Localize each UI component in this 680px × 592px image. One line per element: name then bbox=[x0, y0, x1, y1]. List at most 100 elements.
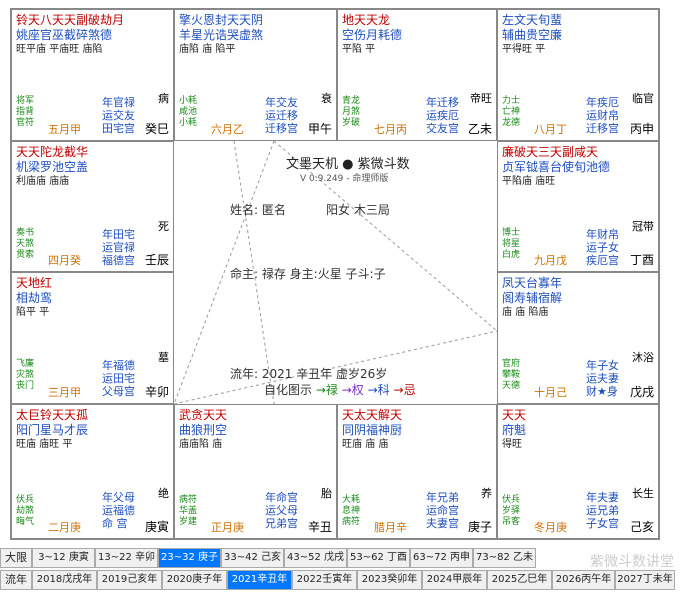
changsheng: 墓 bbox=[158, 351, 169, 364]
stars-main: 左文天旬蜚 bbox=[502, 13, 563, 27]
gods: 大耗息神病符 bbox=[342, 495, 361, 527]
ganzhi: 己亥 bbox=[629, 520, 654, 534]
stars-main: 天地红 bbox=[16, 276, 53, 290]
age-month: 五月甲 bbox=[48, 123, 81, 136]
center-panel: 文墨天机 ● 紫微斗数 V 0.9.249 - 命理师版 姓名: 匿名 阳女 木… bbox=[174, 141, 497, 404]
star-brightness: 平陷 平 bbox=[342, 44, 376, 55]
age-month: 九月戊 bbox=[534, 254, 567, 267]
stars-second: 府魁 bbox=[502, 423, 527, 437]
gods: 小耗咸池小耗 bbox=[179, 96, 198, 128]
changsheng: 临官 bbox=[632, 92, 654, 105]
sihua-legend: 自化图示 →禄 →权 →科 →忌 bbox=[264, 381, 416, 398]
gender-label: 阳女 木三局 bbox=[326, 203, 390, 217]
stars-second: 姚座官巫截碎煞德 bbox=[16, 28, 113, 42]
liu-palace: 年子女运夫妻财★身 bbox=[586, 359, 619, 398]
palace-chou[interactable]: 武贪天天 曲狼刑空 庙庙陷 庙 病符华盖岁建 年命宫运父母兄弟宫 正月庚 辛丑 … bbox=[174, 404, 337, 539]
age-month: 腊月辛 bbox=[374, 521, 407, 534]
stars-second: 曲狼刑空 bbox=[179, 423, 228, 437]
liunian-tab[interactable]: 2024甲辰年 bbox=[422, 570, 487, 590]
changsheng: 死 bbox=[158, 220, 169, 233]
star-brightness: 得旺 bbox=[502, 439, 522, 450]
liu-palace: 年田宅运官禄福德宫 bbox=[102, 228, 135, 267]
stars-second: 机梁罗池空盖 bbox=[16, 160, 89, 174]
palace-chen[interactable]: 天天陀龙截华 机梁罗池空盖 利庙庙 庙庙 奏书天煞贯索 年田宅运官禄福德宫 四月… bbox=[11, 141, 174, 272]
star-brightness: 旺庙 庙旺 平 bbox=[16, 439, 73, 450]
star-brightness: 利庙庙 庙庙 bbox=[16, 176, 70, 187]
daxian-tab[interactable]: 73~82 乙未 bbox=[473, 548, 536, 568]
ganzhi: 庚子 bbox=[467, 520, 492, 534]
palace-wu[interactable]: 擎火恩封天天阴 羊星光诰哭虚煞 庙陷 庙 陷平 小耗咸池小耗 年交友运迁移迁移宫… bbox=[174, 9, 337, 141]
liunian-tab[interactable]: 2018戊戌年 bbox=[32, 570, 97, 590]
palace-xu[interactable]: 凤天台寡年 阁寿辅宿解 庙 庙 陷庙 官府攀鞍天德 年子女运夫妻财★身 十月己 … bbox=[497, 272, 659, 404]
palace-wei[interactable]: 地天天龙 空伤月耗德 平陷 平 青龙月煞岁破 年迁移运疾厄交友宫 七月丙 乙未 … bbox=[337, 9, 497, 141]
ganzhi: 癸巳 bbox=[144, 122, 169, 136]
palace-zi[interactable]: 天太天解天 同阴福神厨 旺庙 庙 庙 大耗息神病符 年兄弟运命宫夫妻宫 腊月辛 … bbox=[337, 404, 497, 539]
liunian-tab[interactable]: 2026丙午年 bbox=[552, 570, 615, 590]
app-title: 文墨天机 ● 紫微斗数 bbox=[286, 157, 410, 172]
palace-si[interactable]: 铃天八天天副破劫月 姚座官巫截碎煞德 旺平庙 平庙旺 庙陷 将军指背官符 年官禄… bbox=[11, 9, 174, 141]
star-brightness: 平陷庙 庙旺 bbox=[502, 176, 556, 187]
gods: 将军指背官符 bbox=[16, 96, 35, 128]
liu-palace: 年官禄运交友田宅宫 bbox=[102, 96, 135, 135]
gods: 博士将星白虎 bbox=[502, 228, 521, 260]
liu-palace: 年福德运田宅父母宫 bbox=[102, 359, 135, 398]
stars-main: 武贪天天 bbox=[179, 408, 228, 422]
changsheng: 帝旺 bbox=[470, 92, 492, 105]
liunian-tab[interactable]: 2019己亥年 bbox=[97, 570, 162, 590]
age-month: 正月庚 bbox=[211, 521, 244, 534]
changsheng: 绝 bbox=[158, 487, 169, 500]
liunian-tab[interactable]: 2023癸卯年 bbox=[357, 570, 422, 590]
liu-palace: 年迁移运疾厄交友宫 bbox=[426, 96, 459, 135]
palace-hai[interactable]: 天天 府魁 得旺 伏兵岁驿吊客 年夫妻运兄弟子女宫 冬月庚 己亥 长生 bbox=[497, 404, 659, 539]
liunian-tab[interactable]: 2020庚子年 bbox=[162, 570, 227, 590]
liunian-tab-selected[interactable]: 2021辛丑年 bbox=[227, 570, 292, 590]
ganzhi: 乙未 bbox=[467, 122, 492, 136]
palace-shen[interactable]: 左文天旬蜚 辅曲贵空廉 平得旺 平 力士亡神龙德 年疾厄运财帛迁移宫 八月丁 丙… bbox=[497, 9, 659, 141]
star-brightness: 庙陷 庙 陷平 bbox=[179, 44, 236, 55]
liu-palace: 年夫妻运兄弟子女宫 bbox=[586, 491, 619, 530]
daxian-tab-selected[interactable]: 23~32 庚子 bbox=[158, 548, 221, 568]
daxian-tab[interactable]: 33~42 己亥 bbox=[221, 548, 284, 568]
daxian-tab[interactable]: 3~12 庚寅 bbox=[32, 548, 95, 568]
liu-palace: 年疾厄运财帛迁移宫 bbox=[586, 96, 619, 135]
ganzhi: 辛丑 bbox=[307, 520, 332, 534]
liunian-tab[interactable]: 2022壬寅年 bbox=[292, 570, 357, 590]
sihua-ke: →科 bbox=[367, 383, 390, 397]
gods: 官府攀鞍天德 bbox=[502, 359, 521, 391]
star-brightness: 旺平庙 平庙旺 庙陷 bbox=[16, 44, 103, 55]
age-month: 六月乙 bbox=[211, 123, 244, 136]
star-brightness: 旺庙 庙 庙 bbox=[342, 439, 389, 450]
stars-main: 铃天八天天副破劫月 bbox=[16, 13, 125, 27]
timeline: 大限 3~12 庚寅 13~22 辛卯 23~32 庚子 33~42 己亥 43… bbox=[0, 548, 680, 592]
palace-mao[interactable]: 天地红 相劫鸾 陷平 平 飞廉灾煞丧门 年福德运田宅父母宫 三月甲 辛卯 墓 bbox=[11, 272, 174, 404]
changsheng: 冠带 bbox=[632, 220, 654, 233]
age-month: 四月癸 bbox=[48, 254, 81, 267]
watermark: 紫微斗数讲堂 bbox=[590, 554, 674, 570]
daxian-tab[interactable]: 53~62 丁酉 bbox=[347, 548, 410, 568]
ganzhi: 丁酉 bbox=[629, 253, 654, 267]
stars-main: 天天 bbox=[502, 408, 527, 422]
ganzhi: 庚寅 bbox=[144, 520, 169, 534]
daxian-tab[interactable]: 63~72 丙申 bbox=[410, 548, 473, 568]
star-brightness: 庙庙陷 庙 bbox=[179, 439, 223, 450]
palace-yin[interactable]: 太巨铃天天孤 阳门星马才辰 旺庙 庙旺 平 伏兵劫煞晦气 年父母运福德命 宫 二… bbox=[11, 404, 174, 539]
star-brightness: 平得旺 平 bbox=[502, 44, 546, 55]
stars-second: 相劫鸾 bbox=[16, 291, 53, 305]
stars-second: 空伤月耗德 bbox=[342, 28, 403, 42]
ganzhi: 甲午 bbox=[307, 122, 332, 136]
star-brightness: 陷平 平 bbox=[16, 307, 50, 318]
liunian-row: 流年 2018戊戌年 2019己亥年 2020庚子年 2021辛丑年 2022壬… bbox=[0, 570, 675, 590]
daxian-tab[interactable]: 43~52 戊戌 bbox=[284, 548, 347, 568]
changsheng: 病 bbox=[158, 92, 169, 105]
ming-shen: 命主: 禄存 身主:火星 子斗:子 bbox=[230, 267, 386, 281]
liu-palace: 年兄弟运命宫夫妻宫 bbox=[426, 491, 459, 530]
liunian-tab[interactable]: 2027丁未年 bbox=[615, 570, 675, 590]
liunian-tab[interactable]: 2025乙巳年 bbox=[487, 570, 552, 590]
daxian-tab[interactable]: 13~22 辛卯 bbox=[95, 548, 158, 568]
palace-you[interactable]: 廉破天三天副咸天 贞军钺喜台使旬池德 平陷庙 庙旺 博士将星白虎 年财帛运子女疾… bbox=[497, 141, 659, 272]
stars-main: 廉破天三天副咸天 bbox=[502, 145, 599, 159]
changsheng: 养 bbox=[481, 487, 492, 500]
liunian-label: 流年 bbox=[0, 570, 32, 590]
age-month: 冬月庚 bbox=[534, 521, 567, 534]
app-version: V 0.9.249 - 命理师版 bbox=[300, 174, 389, 184]
